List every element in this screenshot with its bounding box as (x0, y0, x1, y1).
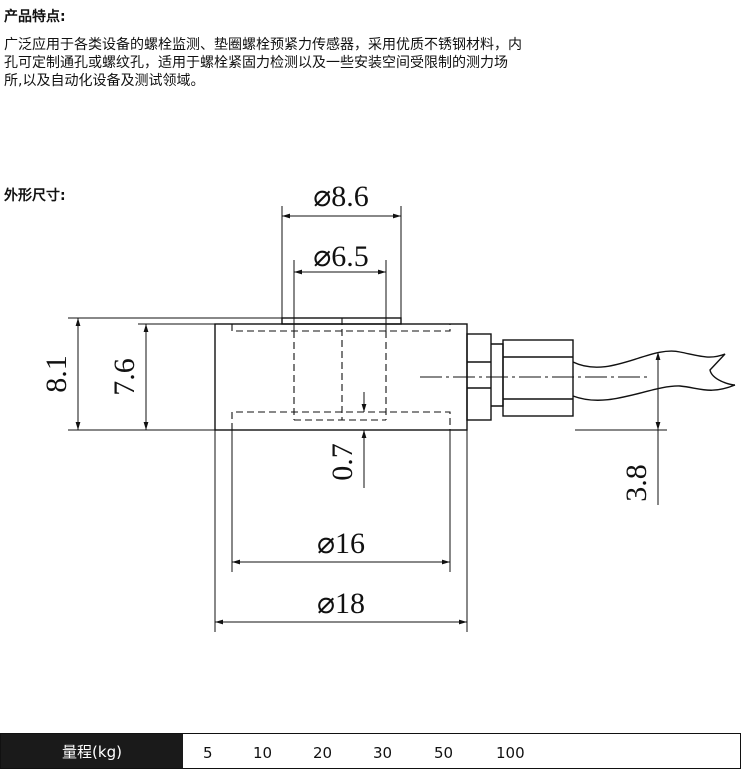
cable (572, 350, 736, 386)
range-value: 5 (203, 744, 213, 762)
features-body: 广泛应用于各类设备的螺栓监测、垫圈螺栓预紧力传感器，采用优质不锈钢材料，内 孔可… (4, 36, 644, 90)
features-line-1: 广泛应用于各类设备的螺栓监测、垫圈螺栓预紧力传感器，采用优质不锈钢材料，内 (4, 37, 522, 53)
connector-nut (502, 339, 574, 417)
dimension-drawing: ⌀8.6 ⌀6.5 8.1 7.6 0.7 3.8 ⌀16 ⌀18 (40, 180, 736, 632)
dim-recess: 0.7 (326, 443, 359, 481)
dim-cable-offset: 3.8 (620, 464, 653, 502)
cable-lower (572, 384, 736, 401)
range-value: 10 (253, 744, 273, 762)
dim-total-height: 8.1 (40, 355, 73, 393)
range-value: 20 (313, 744, 333, 762)
features-line-2: 孔可定制通孔或螺纹孔，适用于螺栓紧固力检测以及一些安装空间受限制的测力场 (4, 55, 508, 71)
dim-d-inner-top: ⌀6.5 (313, 240, 369, 273)
connector-neck (491, 343, 504, 407)
range-label: 量程(kg) (1, 734, 183, 768)
dim-d16: ⌀16 (317, 527, 365, 560)
range-value: 100 (496, 744, 525, 762)
dim-body-height: 7.6 (108, 358, 141, 396)
dimensions-heading: 外形尺寸: (4, 188, 66, 204)
features-line-3: 所,以及自动化设备及测试领域。 (4, 73, 205, 89)
range-value: 50 (434, 744, 454, 762)
features-heading: 产品特点: (4, 9, 66, 25)
dim-d-outer-top: ⌀8.6 (313, 180, 369, 213)
range-value: 30 (373, 744, 393, 762)
dim-d18: ⌀18 (317, 587, 365, 620)
range-table: 量程(kg) (0, 733, 741, 769)
